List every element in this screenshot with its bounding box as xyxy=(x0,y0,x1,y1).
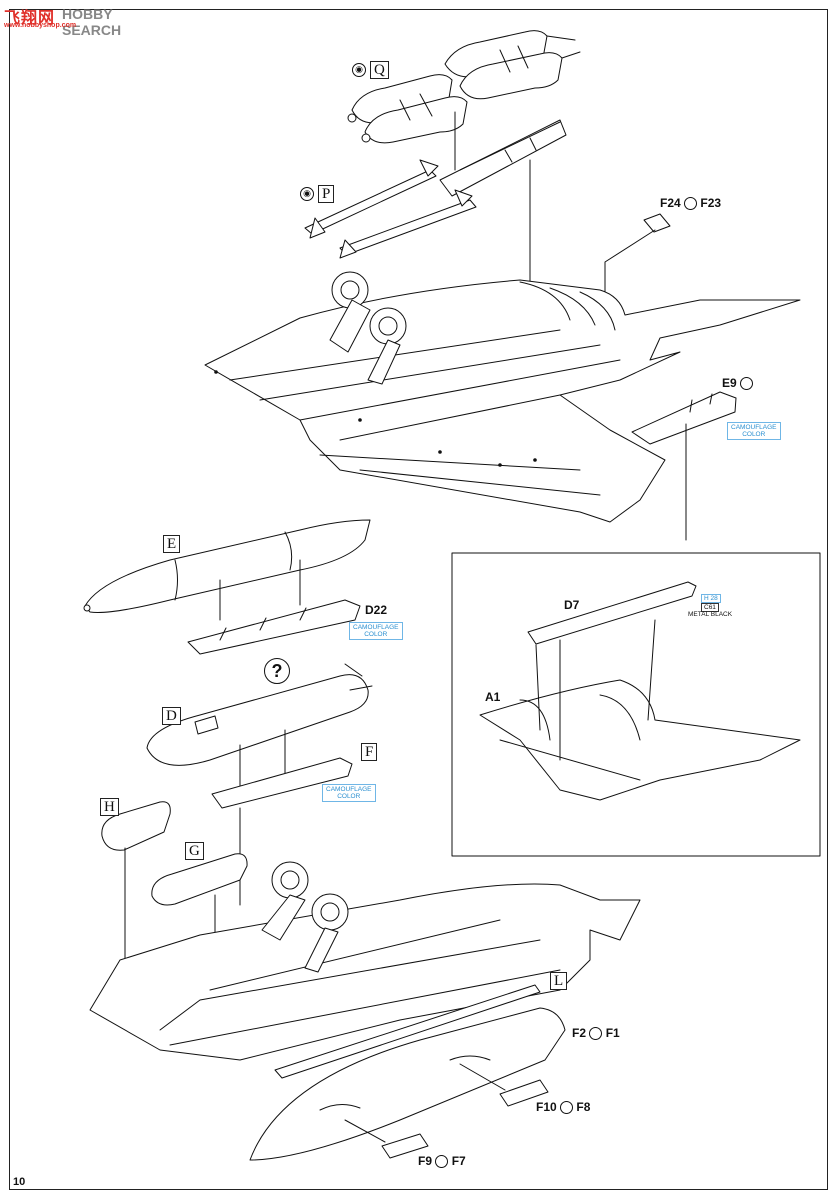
part-f24 xyxy=(643,213,671,233)
section-l: L xyxy=(550,972,568,990)
note-line-1: CAMOUFLAGE xyxy=(353,624,399,631)
pylon-f xyxy=(211,757,353,809)
color-code-c61: C61 xyxy=(701,603,719,612)
section-h: H xyxy=(100,798,119,816)
camouflage-color-note: CAMOUFLAGE COLOR xyxy=(322,784,376,802)
watermark-url: www.hobbyshop.com xyxy=(4,22,77,29)
section-p: P xyxy=(318,185,335,203)
part-label-f2-f1: F2 F1 xyxy=(572,1026,620,1041)
camouflage-color-note: CAMOUFLAGE COLOR xyxy=(349,622,403,640)
missiles-p xyxy=(304,159,477,259)
watermark: 飞翔网 HOBBY SEARCH www.hobbyshop.com xyxy=(4,4,121,38)
drop-tank-e xyxy=(83,519,371,613)
note-line-2: COLOR xyxy=(742,431,766,438)
inset-detail xyxy=(479,581,801,801)
store-d xyxy=(146,663,373,766)
lower-airframe xyxy=(89,861,641,1061)
color-name-metal-black: METAL BLACK xyxy=(688,611,733,618)
section-f: F xyxy=(361,743,378,761)
part-label-f24-f23: F24 F23 xyxy=(660,196,722,211)
note-line-1: CAMOUFLAGE xyxy=(326,786,372,793)
page-frame xyxy=(9,9,828,1190)
color-code-h28: H 28 xyxy=(701,594,721,603)
part-f10-label: F10 xyxy=(536,1100,557,1114)
part-label-d7: D7 xyxy=(564,598,580,612)
note-line-1: CAMOUFLAGE xyxy=(731,424,777,431)
section-g: G xyxy=(185,842,204,860)
step-symbol-icon xyxy=(740,377,754,391)
help-question-icon: ? xyxy=(264,658,290,684)
section-d: D xyxy=(162,707,181,725)
step-symbol-icon: ◉ xyxy=(300,187,314,201)
pylon-d22 xyxy=(187,599,361,655)
part-label-a1: A1 xyxy=(485,690,501,704)
page-number: 10 xyxy=(13,1176,26,1188)
part-f2-label: F2 xyxy=(572,1026,587,1040)
part-label-f9-f7: F9 F7 xyxy=(418,1154,466,1169)
part-f7-label: F7 xyxy=(451,1154,466,1168)
pair-symbol-icon xyxy=(560,1101,574,1115)
missile-l xyxy=(274,984,541,1079)
pod-g xyxy=(151,853,248,906)
part-e9-label: E9 xyxy=(722,376,737,390)
pylon-e9 xyxy=(631,391,737,541)
section-q: Q xyxy=(370,61,389,79)
pair-symbol-icon xyxy=(435,1155,449,1169)
part-f1-label: F1 xyxy=(605,1026,620,1040)
part-label-e9: E9 xyxy=(722,376,754,391)
camouflage-color-note: CAMOUFLAGE COLOR xyxy=(727,422,781,440)
part-label-d22: D22 xyxy=(365,603,388,617)
note-line-2: COLOR xyxy=(364,631,388,638)
bomb-cluster-q xyxy=(347,30,581,144)
watermark-english: HOBBY SEARCH xyxy=(62,6,122,38)
part-f24-label: F24 xyxy=(660,196,681,210)
part-f23-label: F23 xyxy=(700,196,722,210)
section-e: E xyxy=(163,535,181,553)
upper-airframe xyxy=(204,271,801,523)
part-label-f10-f8: F10 F8 xyxy=(536,1100,591,1115)
pod-h xyxy=(101,801,171,851)
step-symbol-icon: ◉ xyxy=(352,63,366,77)
pair-symbol-icon xyxy=(684,197,698,211)
note-line-2: COLOR xyxy=(337,793,361,800)
pair-symbol-icon xyxy=(589,1027,603,1041)
watermark-chinese: 飞翔网 xyxy=(4,10,56,27)
part-f9-label: F9 xyxy=(418,1154,433,1168)
part-f8-label: F8 xyxy=(576,1100,591,1114)
